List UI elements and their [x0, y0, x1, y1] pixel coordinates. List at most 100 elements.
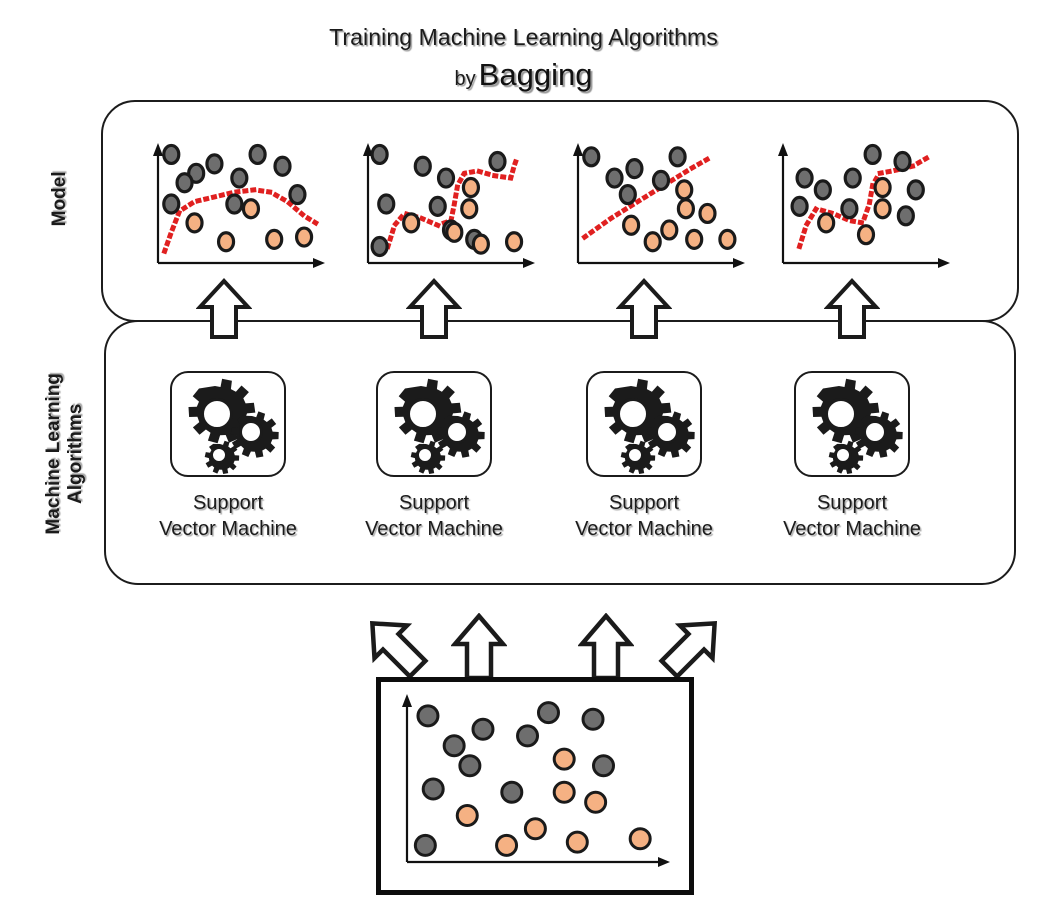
- data-point-class_a: [592, 754, 615, 778]
- model-plot-4: [765, 135, 961, 283]
- gears-icon: [188, 378, 279, 474]
- data-point-class_a: [413, 833, 437, 857]
- title-by-word: by: [454, 68, 476, 90]
- data-point-class_a: [377, 193, 396, 215]
- data-point-class_b: [216, 231, 236, 253]
- data-point-class_b: [628, 827, 652, 851]
- algorithm-cell-4[interactable]: Support Vector Machine: [752, 371, 952, 542]
- data-point-class_a: [230, 167, 249, 189]
- data-point-class_a: [618, 183, 637, 206]
- data-point-class_a: [471, 717, 495, 741]
- data-point-class_a: [840, 198, 859, 220]
- algorithm-cell-1[interactable]: Support Vector Machine: [128, 371, 328, 542]
- data-point-class_b: [565, 830, 589, 854]
- arrow-up-data-3: [578, 613, 634, 681]
- x-axis-arrowhead: [313, 258, 325, 268]
- data-point-class_a: [896, 205, 915, 227]
- data-point-class_a: [863, 143, 882, 166]
- data-point-class_a: [162, 193, 181, 215]
- data-point-class_a: [605, 167, 624, 189]
- data-point-class_a: [428, 195, 447, 217]
- algorithm-label-4: Support Vector Machine: [783, 492, 921, 540]
- arrow-up-model-4: [824, 278, 880, 340]
- decision-boundary: [581, 155, 711, 241]
- data-point-class_a: [581, 707, 605, 731]
- y-axis-arrowhead: [363, 143, 373, 156]
- data-point-class_b: [294, 226, 314, 248]
- data-point-class_b: [402, 212, 421, 234]
- data-point-class_a: [651, 169, 671, 192]
- dataset-plot: [402, 694, 670, 867]
- y-axis-arrowhead: [778, 143, 788, 156]
- algorithm-cell-2[interactable]: Support Vector Machine: [334, 371, 534, 542]
- data-point-class_a: [813, 179, 832, 201]
- decision-boundary: [161, 187, 320, 255]
- data-point-class_a: [370, 143, 389, 166]
- arrow-up-data-2: [451, 613, 507, 681]
- data-point-class_b: [817, 212, 836, 234]
- data-point-class_a: [442, 734, 466, 758]
- gears-icon-box-2: [376, 371, 492, 477]
- training-dataset-box: [376, 677, 694, 895]
- data-point-class_a: [416, 704, 440, 728]
- data-point-class_b: [523, 817, 547, 841]
- data-point-class_a: [248, 143, 267, 166]
- title-main: Training Machine Learning Algorithms: [329, 24, 718, 50]
- data-point-class_a: [516, 724, 540, 748]
- data-point-class_b: [461, 176, 481, 199]
- x-axis-arrowhead: [733, 258, 745, 268]
- data-point-class_a: [582, 146, 601, 168]
- data-point-class_b: [643, 231, 662, 253]
- data-point-class_b: [552, 747, 576, 771]
- data-point-class_a: [175, 172, 194, 194]
- y-axis-arrowhead: [402, 694, 412, 707]
- data-point-class_a: [273, 155, 292, 177]
- data-point-class_b: [698, 202, 717, 225]
- data-point-class_b: [460, 198, 479, 220]
- y-axis-arrowhead: [153, 143, 163, 156]
- row-label-machine-learning-algorithms: Machine Learning Algorithms: [43, 373, 86, 535]
- arrow-up-model-3: [616, 278, 672, 340]
- algorithm-cell-3[interactable]: Support Vector Machine: [544, 371, 744, 542]
- data-point-class_a: [843, 167, 862, 189]
- y-axis-arrowhead: [573, 143, 583, 156]
- data-point-class_a: [205, 153, 224, 175]
- algorithm-label-1: Support Vector Machine: [159, 492, 297, 540]
- x-axis-arrowhead: [523, 258, 535, 268]
- data-point-class_b: [241, 198, 261, 220]
- model-plot-3: [573, 143, 745, 268]
- data-point-class_a: [288, 183, 307, 206]
- arrow-up-model-2: [406, 278, 462, 340]
- algorithm-label-2: Support Vector Machine: [365, 492, 503, 540]
- gears-icon-box-4: [794, 371, 910, 477]
- page-title: Training Machine Learning Algorithms byB…: [0, 24, 1047, 93]
- x-axis-arrowhead: [938, 258, 950, 268]
- data-point-class_a: [536, 701, 560, 725]
- decision-boundary: [796, 153, 933, 250]
- gears-icon: [812, 378, 903, 474]
- data-point-class_b: [718, 228, 737, 251]
- data-point-class_b: [504, 231, 524, 253]
- gears-icon-box-1: [170, 371, 286, 477]
- data-point-class_b: [856, 224, 876, 246]
- model-plot-2: [363, 143, 535, 268]
- data-point-class_a: [906, 179, 925, 201]
- data-point-class_b: [675, 179, 694, 201]
- data-point-class_b: [455, 804, 479, 828]
- model-plot-1: [140, 135, 336, 283]
- data-point-class_a: [668, 146, 687, 168]
- data-point-class_b: [660, 219, 679, 241]
- data-point-class_a: [436, 167, 456, 189]
- arrow-up-right-data-4: [655, 609, 729, 683]
- data-point-class_a: [790, 195, 809, 217]
- data-point-class_a: [225, 193, 244, 215]
- data-point-class_b: [685, 228, 704, 251]
- model-plot-4: [778, 143, 950, 268]
- model-plot-1: [153, 143, 325, 268]
- data-point-class_b: [265, 228, 284, 251]
- data-point-class_b: [622, 214, 641, 236]
- data-point-class_a: [370, 235, 389, 258]
- data-point-class_a: [500, 780, 524, 804]
- dataset-plot: [381, 682, 689, 888]
